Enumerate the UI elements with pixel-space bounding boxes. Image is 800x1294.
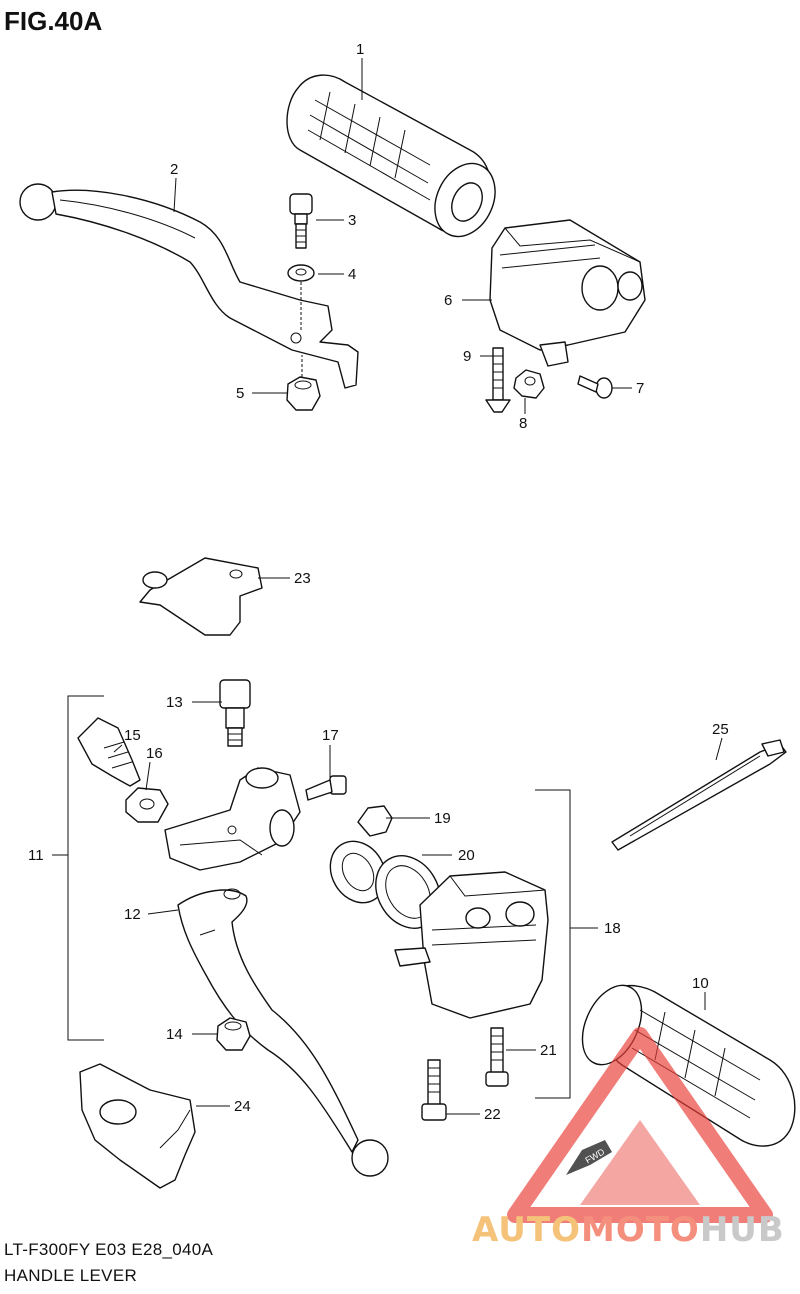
part-15-adjuster: [77, 717, 141, 787]
part-17-screw: [305, 775, 347, 801]
callout-21: 21: [540, 1042, 557, 1059]
callout-22: 22: [484, 1106, 501, 1123]
part-16-locknut: [125, 787, 169, 823]
part-22-screw: [421, 1059, 447, 1121]
callout-5: 5: [236, 385, 244, 402]
part-23-choke-lever: [139, 557, 263, 636]
part-3-bolt: [289, 193, 313, 249]
part-6-bracket: [489, 219, 646, 367]
part-7-screw: [577, 375, 613, 399]
callout-11: 11: [28, 847, 44, 864]
callout-7: 7: [636, 380, 644, 397]
callout-17: 17: [322, 727, 339, 744]
part-18-switch: [394, 871, 549, 1019]
callout-3: 3: [348, 212, 356, 229]
callout-23: 23: [294, 570, 311, 587]
callout-20: 20: [458, 847, 475, 864]
figure-title: FIG.40A: [4, 6, 103, 36]
callout-6: 6: [444, 292, 452, 309]
part-24-cover: [79, 1063, 196, 1189]
part-25-cable-tie: [611, 739, 787, 851]
watermark-text: AUTOMOTOHUB: [472, 1210, 785, 1250]
callout-9: 9: [463, 348, 471, 365]
part-19-adjuster: [357, 805, 393, 837]
diagram-caption: HANDLE LEVER: [4, 1266, 138, 1285]
callout-16: 16: [146, 745, 163, 762]
part-2-lever: [19, 183, 359, 389]
callout-15: 15: [124, 727, 141, 744]
callout-24: 24: [234, 1098, 251, 1115]
diagram-code: LT-F300FY E03 E28_040A: [4, 1240, 214, 1259]
callout-2: 2: [170, 161, 178, 178]
part-8-nut: [513, 369, 545, 399]
part-5-nut: [286, 376, 321, 411]
callout-14: 14: [166, 1026, 183, 1043]
part-21-screw: [485, 1027, 509, 1087]
part-1-grip: [286, 74, 496, 238]
callout-18: 18: [604, 920, 621, 937]
callout-12: 12: [124, 906, 141, 923]
part-14-nut: [216, 1017, 251, 1051]
callout-1: 1: [356, 41, 364, 58]
part-9-screw: [485, 347, 511, 413]
part-13-bolt: [219, 679, 251, 747]
callout-8: 8: [519, 415, 527, 432]
watermark-auto: AUTO: [472, 1210, 581, 1250]
callout-13: 13: [166, 694, 183, 711]
part-11-perch: [164, 767, 301, 871]
part-4-washer: [287, 264, 315, 282]
callout-25: 25: [712, 721, 729, 738]
watermark-hub: HUB: [699, 1210, 785, 1250]
part-12-lever: [177, 888, 389, 1177]
part-10-grip: [581, 984, 796, 1147]
callout-10: 10: [692, 975, 709, 992]
callout-4: 4: [348, 266, 356, 283]
callout-19: 19: [434, 810, 451, 827]
watermark-moto: MOTO: [580, 1210, 700, 1250]
